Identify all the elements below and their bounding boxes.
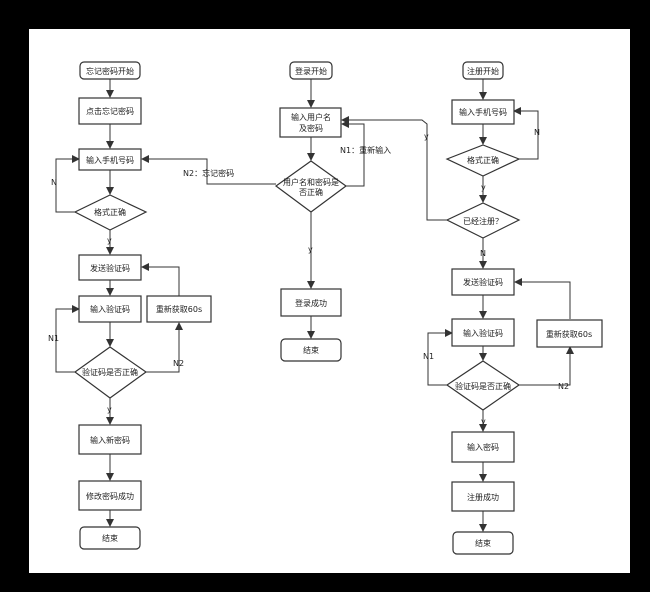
register-input-pwd-node: [451, 431, 515, 463]
login-start-node: [289, 61, 333, 80]
forgot-input-new-pwd-label: 输入新密码: [90, 435, 130, 445]
login-success-label: 登录成功: [295, 298, 327, 308]
forgot-format-decision: [73, 194, 148, 231]
edge-forgot-resend-send: [141, 263, 180, 296]
register-edge-label-y-top: y: [424, 132, 429, 141]
forgot-modify-ok-node: [78, 480, 142, 511]
forgot-start-label: 忘记密码开始: [86, 66, 134, 76]
forgot-input-code-node: [78, 295, 142, 323]
edge-reg-check-n2: [519, 346, 574, 386]
register-edge-label-n2: N2: [558, 382, 569, 391]
forgot-edge-label-n2: N2: [173, 359, 184, 368]
login-input-label-line2: 及密码: [299, 123, 323, 133]
edge-reg-format-n: [513, 107, 539, 160]
login-edge-label-y: y: [308, 245, 313, 254]
edge-login-check-n1: [341, 120, 365, 187]
forgot-click-label: 点击忘记密码: [86, 106, 134, 116]
register-format-decision: [445, 144, 521, 177]
login-input-node: [279, 107, 342, 138]
forgot-edge-label-n: N: [51, 178, 57, 187]
login-end-label: 结束: [303, 345, 319, 355]
register-resend-label: 重新获取60s: [546, 329, 592, 339]
forgot-modify-ok-label: 修改密码成功: [86, 491, 134, 501]
forgot-click-node: [78, 97, 142, 125]
register-input-pwd-label: 输入密码: [467, 442, 499, 452]
register-nodes: [445, 61, 603, 555]
login-input-label-line1: 输入用户名: [291, 112, 331, 122]
forgot-edge-label-n1: N1: [48, 334, 59, 343]
register-success-label: 注册成功: [467, 492, 499, 502]
forgot-edge-label-y2: y: [107, 405, 112, 414]
register-end-label: 结束: [475, 538, 491, 548]
forgot-send-code-node: [78, 254, 142, 281]
register-start-node: [462, 61, 504, 80]
forgot-end-label: 结束: [102, 533, 118, 543]
login-end-node: [280, 338, 342, 362]
forgot-format-label: 格式正确: [94, 207, 126, 217]
node-labels: 忘记密码开始 点击忘记密码 输入手机号码 格式正确 发送验证码 输入验证码 重新…: [82, 66, 592, 548]
register-input-phone-node: [451, 99, 515, 125]
edge-reg-resend-send: [514, 278, 571, 319]
register-registered-label: 已经注册？: [463, 216, 503, 226]
register-resend-node: [536, 319, 603, 348]
register-success-node: [451, 481, 515, 512]
register-format-label: 格式正确: [467, 155, 499, 165]
forgot-input-code-label: 输入验证码: [90, 304, 130, 314]
register-edge-label-n-reg: N: [480, 249, 486, 258]
login-nodes: [274, 61, 348, 362]
register-edge-label-n: N: [534, 128, 540, 137]
forgot-start-node: [79, 61, 141, 80]
forgot-end-node: [79, 526, 141, 550]
forgot-resend-label: 重新获取60s: [156, 304, 202, 314]
edge-labels: N y N1 N2 y N1：重新输入 N2：忘记密码 y N y y N N1…: [48, 128, 569, 426]
register-registered-decision: [445, 202, 521, 239]
register-input-phone-label: 输入手机号码: [459, 107, 507, 117]
login-edge-label-n2: N2：忘记密码: [183, 168, 234, 178]
register-code-decision: [445, 360, 521, 411]
forgot-nodes: [73, 61, 212, 550]
register-send-code-node: [451, 268, 515, 296]
login-check-label-line1: 用户名和密码是: [283, 177, 339, 187]
register-start-label: 注册开始: [467, 66, 499, 76]
forgot-resend-node: [146, 295, 212, 323]
login-check-label-line2: 否正确: [299, 187, 323, 197]
forgot-input-phone-label: 输入手机号码: [86, 155, 134, 165]
edge-reg-check-n1: [427, 329, 453, 386]
forgot-input-new-pwd-node: [78, 424, 142, 455]
register-edge-label-n1: N1: [423, 352, 434, 361]
register-send-code-label: 发送验证码: [463, 277, 503, 287]
edge-login-check-n2: [141, 155, 276, 185]
edge-forgot-format-n: [55, 155, 80, 213]
register-input-code-node: [451, 318, 515, 347]
login-start-label: 登录开始: [295, 66, 327, 76]
forgot-edge-label-y1: y: [107, 236, 112, 245]
register-edge-label-y2: y: [481, 417, 486, 426]
login-check-decision: [274, 160, 348, 213]
register-input-code-label: 输入验证码: [463, 328, 503, 338]
edge-reg-registered-y: [341, 116, 447, 221]
register-edge-label-y1: y: [481, 183, 486, 192]
login-edge-label-n1: N1：重新输入: [340, 145, 391, 155]
connectors: [55, 79, 574, 532]
forgot-code-decision: [73, 346, 148, 399]
forgot-input-phone-node: [78, 148, 142, 171]
edge-forgot-check-n1: [55, 305, 80, 373]
login-success-node: [280, 288, 342, 317]
forgot-send-code-label: 发送验证码: [90, 263, 130, 273]
edge-forgot-check-n2: [146, 322, 183, 373]
register-code-check-label: 验证码是否正确: [455, 381, 511, 391]
forgot-code-check-label: 验证码是否正确: [82, 367, 138, 377]
register-end-node: [452, 531, 514, 555]
